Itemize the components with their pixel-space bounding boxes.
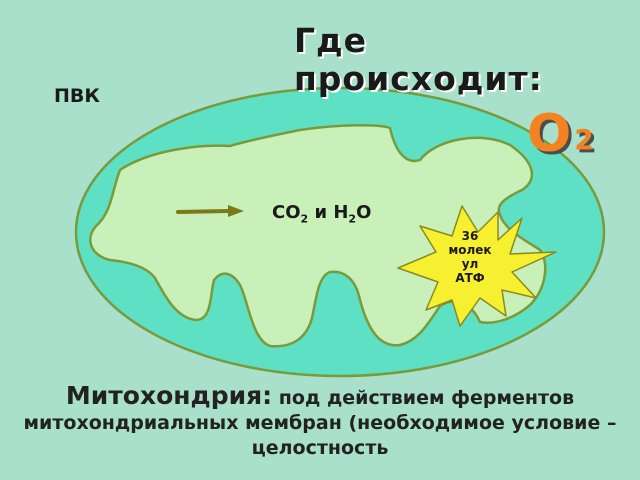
reaction-arrow [176,205,244,217]
atp-line-2: молек [448,243,492,257]
oxygen-label: O2 [527,104,595,172]
caption-text: под действием ферментов митохондриальных… [23,387,617,459]
substrate-label: ПВК [54,85,100,107]
heading: Где происходит: [294,21,543,98]
atp-starburst [397,205,557,327]
oxygen-subscript: 2 [574,123,595,156]
atp-label: 36 молек ул АТФ [428,229,512,285]
h2o-h: H [333,202,349,223]
co2-main: CO [272,202,301,223]
h2o-subscript: 2 [348,212,357,226]
products-conjunction: и [308,202,334,223]
atp-line-4: АТФ [455,271,485,285]
atp-line-3: ул [461,257,479,271]
caption: Митохондрия: под действием ферментов мит… [0,383,640,461]
co2-subscript: 2 [300,212,309,226]
h2o-o: O [356,202,372,223]
oxygen-symbol: O [527,104,573,164]
products-label: CO2 и H2O [272,202,371,231]
atp-line-1: 36 [461,229,479,243]
mitochondrion-matrix [89,123,547,348]
caption-title: Митохондрия: [65,381,273,410]
